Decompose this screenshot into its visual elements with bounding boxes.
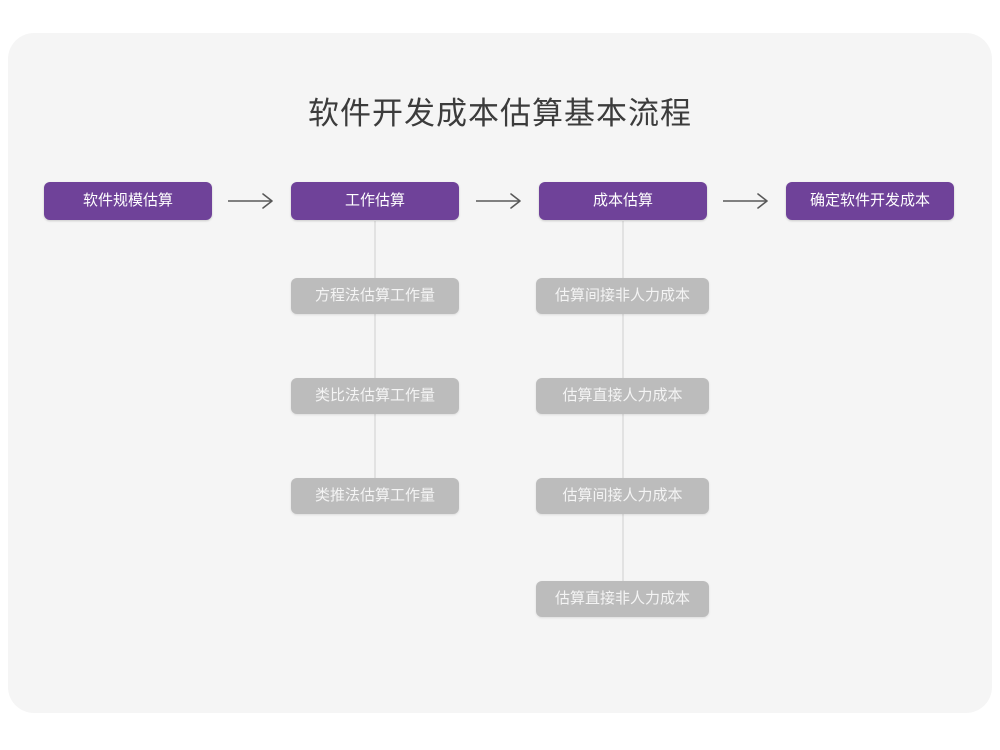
branch-node-work-3-label: 类推法估算工作量 [314,487,435,504]
page-title: 软件开发成本估算基本流程 [308,96,692,131]
arrow-right-icon-2 [475,190,527,212]
flow-node-step-3-label: 成本估算 [592,192,653,209]
branch-node-work-2-label: 类比法估算工作量 [314,387,435,404]
branch-node-cost-3[interactable]: 估算间接人力成本 [536,478,709,514]
arrow-right-icon-1 [227,190,279,212]
flow-node-step-1[interactable]: 软件规模估算 [44,182,212,220]
branch-node-work-2[interactable]: 类比法估算工作量 [291,378,459,414]
flow-node-step-3[interactable]: 成本估算 [539,182,707,220]
branch-node-cost-2-label: 估算直接人力成本 [562,387,683,404]
branch-node-work-1[interactable]: 方程法估算工作量 [291,278,459,314]
flow-node-step-2[interactable]: 工作估算 [291,182,459,220]
branch-node-cost-4[interactable]: 估算直接非人力成本 [536,581,709,617]
connector-line-cost-estimation [622,221,624,616]
flow-node-step-1-label: 软件规模估算 [82,192,173,209]
branch-node-cost-3-label: 估算间接人力成本 [562,487,683,504]
branch-node-cost-1-label: 估算间接非人力成本 [554,287,690,304]
connector-line-work-estimation [374,221,376,513]
branch-node-cost-4-label: 估算直接非人力成本 [554,590,690,607]
diagram-card-background [8,33,992,713]
arrow-right-icon-3 [722,190,774,212]
branch-node-cost-2[interactable]: 估算直接人力成本 [536,378,709,414]
branch-node-work-1-label: 方程法估算工作量 [314,287,435,304]
flow-node-step-2-label: 工作估算 [344,192,405,209]
flow-node-step-4-label: 确定软件开发成本 [809,192,930,209]
branch-node-work-3[interactable]: 类推法估算工作量 [291,478,459,514]
flow-node-step-4[interactable]: 确定软件开发成本 [786,182,954,220]
branch-node-cost-1[interactable]: 估算间接非人力成本 [536,278,709,314]
